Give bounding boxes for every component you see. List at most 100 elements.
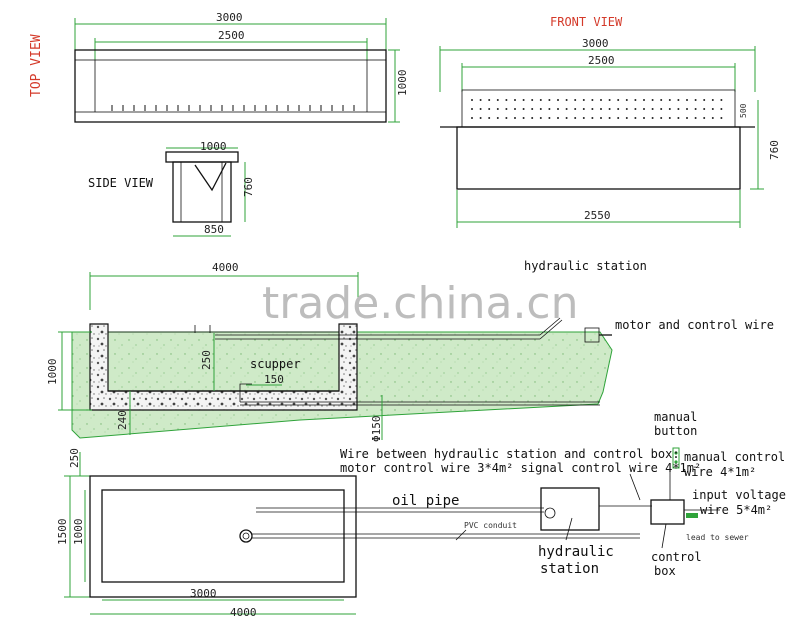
nozzle-dot [660,99,663,101]
nozzle-dot [720,117,723,119]
nozzle-dot [677,108,680,110]
nozzle-dot [625,117,628,119]
top-dim-2500: 2500 [218,29,245,42]
nozzle-dot [694,108,697,110]
manual-control-label-2: wire 4*1m² [684,465,756,479]
hydraulic-station-plan-2: station [540,561,599,577]
side-view: SIDE VIEW 1000 760 850 [88,140,255,237]
nozzle-dot [548,108,551,110]
nozzle-dot [703,108,706,110]
nozzle-dot [711,108,714,110]
watermark: trade.china.cn [262,278,579,329]
nozzle-dot [531,99,534,101]
nozzle-dot [582,108,585,110]
manual-button-icon [672,447,680,469]
nozzle-dot [634,117,637,119]
plan-dim-250: 250 [68,448,81,468]
plan-dim-3000: 3000 [190,587,217,600]
nozzle-dot [703,117,706,119]
oil-pipe-label: oil pipe [392,493,459,509]
nozzle-dot [505,99,508,101]
side-dim-760: 760 [242,177,255,197]
hydraulic-station-box [540,487,600,531]
nozzle-dot [574,108,577,110]
nozzle-dot [677,117,680,119]
nozzle-dot [539,99,542,101]
manual-button-label-1: manual [654,410,697,424]
nozzle-dot [720,99,723,101]
front-view: FRONT VIEW 3000 2500 500 760 2550 [439,15,781,228]
scupper-dim-150: 150 [264,373,284,386]
nozzle-dot [668,117,671,119]
nozzle-dot [548,99,551,101]
front-view-nozzles [471,99,723,119]
section-dim-1000: 1000 [46,359,59,386]
nozzle-dot [608,99,611,101]
nozzle-dot [651,117,654,119]
nozzle-dot [608,117,611,119]
nozzle-dot [668,99,671,101]
control-box-plan-2: box [654,564,676,578]
plan-dim-1500: 1500 [56,519,69,546]
nozzle-dot [479,117,482,119]
nozzle-dot [471,108,473,110]
nozzle-dot [514,117,516,119]
nozzle-dot [686,117,688,119]
nozzle-dot [531,117,534,119]
nozzle-dot [557,108,559,110]
section-dim-250: 250 [200,350,213,370]
nozzle-dot [720,108,723,110]
input-voltage-label-2: wire 5*4m² [700,503,772,517]
nozzle-dot [574,117,577,119]
nozzle-dot [600,99,602,101]
nozzle-dot [711,117,714,119]
nozzle-dot [617,117,620,119]
scupper-label: scupper [250,357,301,371]
motor-control-wire-label: motor and control wire [615,318,774,332]
nozzle-dot [591,99,594,101]
nozzle-dot [591,108,594,110]
nozzle-dot [565,117,568,119]
nozzle-dot [643,108,645,110]
nozzle-dot [557,99,559,101]
front-dim-3000: 3000 [582,37,609,50]
nozzle-dot [479,99,482,101]
nozzle-dot [651,99,654,101]
nozzle-dot [617,108,620,110]
nozzle-dot [617,99,620,101]
nozzle-dot [686,99,688,101]
nozzle-dot [488,99,491,101]
side-dim-850: 850 [204,223,224,236]
control-box-plan-1: control [651,550,702,564]
nozzle-dot [651,108,654,110]
nozzle-dot [522,99,525,101]
nozzle-dot [522,117,525,119]
nozzle-dot [694,117,697,119]
nozzle-dot [660,108,663,110]
hydraulic-station-plan-1: hydraulic [538,544,614,560]
nozzle-dot [608,108,611,110]
nozzle-dot [643,117,645,119]
nozzle-dot [668,108,671,110]
nozzle-dot [582,99,585,101]
section-dim-240: 240 [116,410,129,430]
nozzle-dot [496,99,499,101]
pipe-dim-phi150: Φ150 [370,416,383,443]
nozzle-dot [660,117,663,119]
manual-control-label-1: manual control [684,450,785,464]
nozzle-dot [634,99,637,101]
nozzle-dot [496,108,499,110]
nozzle-dot [582,117,585,119]
manual-button-label-2: button [654,424,697,438]
front-dim-760: 760 [768,140,781,160]
top-view-title: TOP VIEW [29,34,44,97]
section-dim-4000: 4000 [212,261,239,274]
side-dim-1000: 1000 [200,140,227,153]
nozzle-dot [505,117,508,119]
section-view: 4000 1000 250 240 scupper 150 Φ150 hydra… [46,259,774,442]
top-dim-1000: 1000 [396,70,409,97]
pvc-conduit-label: PVC conduit [464,521,517,530]
nozzle-dot [591,117,594,119]
concrete-pit [89,323,358,411]
plan-view: 250 1500 1000 oil pipe PVC conduit Wire … [56,410,786,619]
